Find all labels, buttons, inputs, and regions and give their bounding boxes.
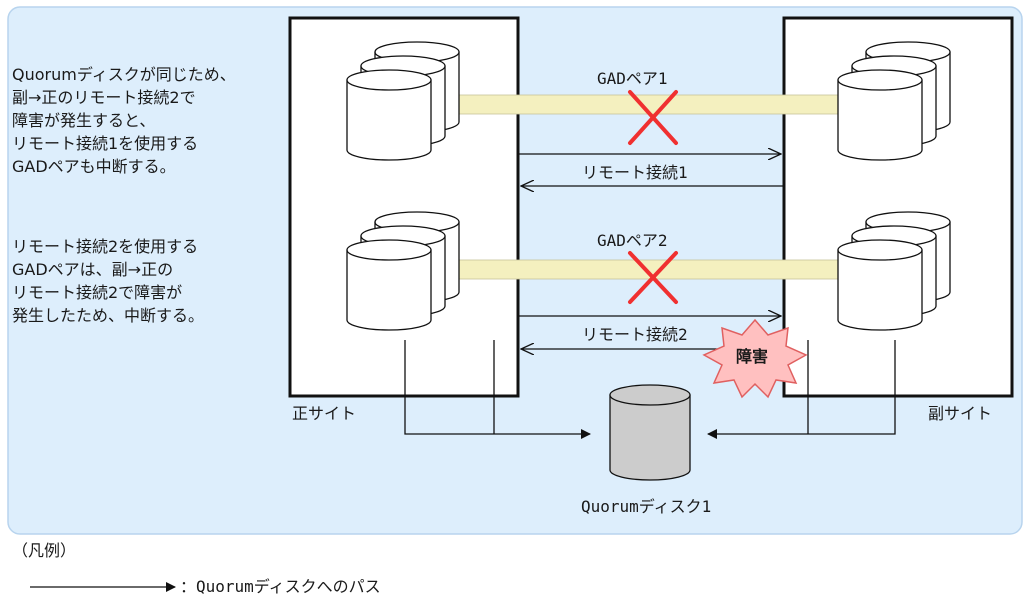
legend-path-label: ：Quorumディスクへのパス	[180, 577, 381, 596]
primary-site-label: 正サイト	[292, 404, 356, 423]
failure-label: 障害	[736, 347, 768, 366]
disk-stack-secondary-1	[837, 41, 951, 161]
left-note-1: Quorumディスクが同じため、 副→正のリモート接続2で 障害が発生すると、 …	[12, 65, 241, 176]
gad-pair2-label: GADペア2	[597, 231, 668, 250]
left-note-2: リモート接続2を使用する GADペアは、副→正の リモート接続2で障害が 発生し…	[12, 237, 204, 325]
pair1-failure-cross	[628, 90, 678, 145]
pair2-failure-cross	[628, 251, 678, 304]
quorum-path-secondary	[707, 340, 896, 439]
quorum-disk	[609, 384, 691, 481]
quorum-path-primary	[404, 340, 591, 439]
failure-burst	[702, 318, 808, 399]
remote2-label: リモート接続2	[582, 325, 688, 344]
quorum-paths	[404, 340, 896, 439]
legend-title: （凡例）	[12, 541, 76, 560]
disk-stack-primary-2	[346, 211, 460, 331]
disk-stack-secondary-2	[837, 211, 951, 331]
quorum-disk-label: Quorumディスク1	[581, 497, 711, 516]
gad-pair1-label: GADペア1	[597, 69, 668, 88]
remote1-label: リモート接続1	[582, 163, 688, 182]
secondary-site-label: 副サイト	[928, 404, 992, 423]
disk-stack-primary-1	[346, 41, 460, 161]
